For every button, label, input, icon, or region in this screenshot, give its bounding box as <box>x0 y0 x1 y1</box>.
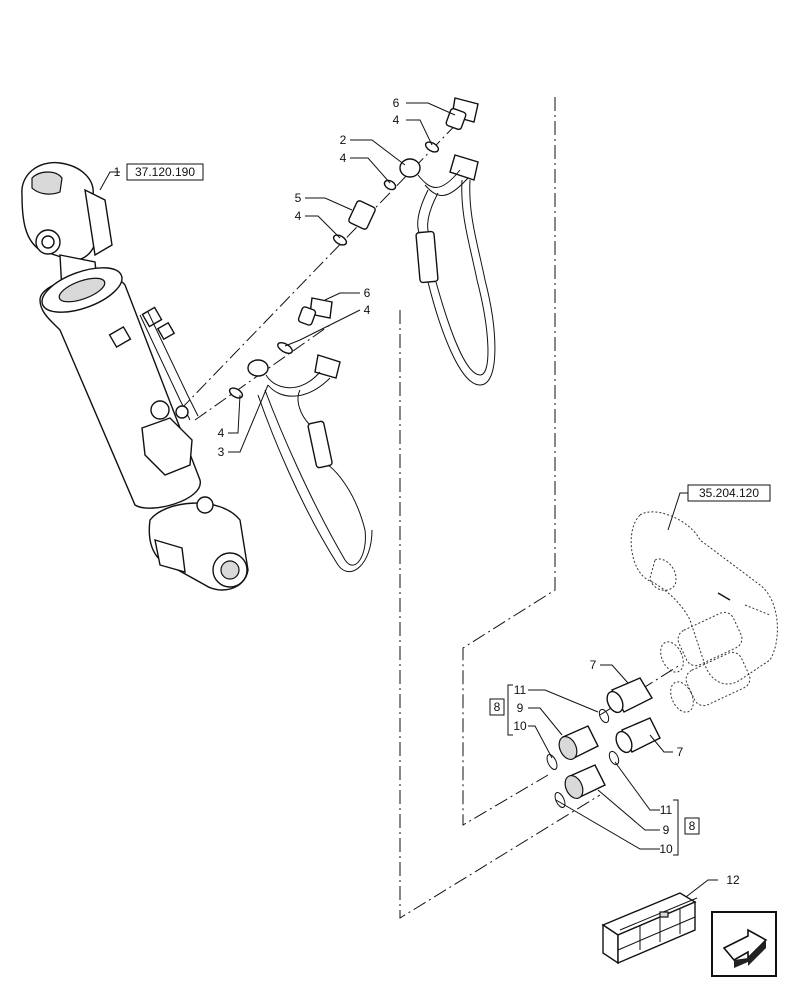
upper-hose <box>332 97 496 386</box>
callout-7b: 7 <box>677 745 684 759</box>
callout-10b: 10 <box>659 842 673 856</box>
ref-8-left: 8 <box>494 700 501 714</box>
lower-hose <box>228 297 373 573</box>
callout-2: 2 <box>340 133 347 147</box>
loader-arm-outline <box>630 511 778 713</box>
leader-lines <box>99 102 718 901</box>
callout-9b: 9 <box>663 823 670 837</box>
callout-10a: 10 <box>513 719 527 733</box>
ref-37-120-190: 37.120.190 <box>135 165 195 179</box>
callout-7a: 7 <box>590 658 597 672</box>
callout-5: 5 <box>295 191 302 205</box>
callout-1: 1 <box>114 165 121 179</box>
quick-couplers <box>546 677 661 808</box>
callout-6b: 6 <box>364 286 371 300</box>
callout-6a: 6 <box>393 96 400 110</box>
callout-4a: 4 <box>393 113 400 127</box>
hydraulic-cylinder <box>21 161 249 591</box>
callout-labels: 6 4 2 4 5 4 6 4 4 3 1 7 7 11 9 10 11 9 1… <box>114 96 740 887</box>
ref-8-right: 8 <box>689 819 696 833</box>
callout-4c: 4 <box>295 209 302 223</box>
next-page-arrow-icon[interactable] <box>711 911 777 977</box>
callout-3: 3 <box>218 445 225 459</box>
routing-lines <box>179 97 681 919</box>
callout-4b: 4 <box>340 151 347 165</box>
ref-35-204-120: 35.204.120 <box>699 486 759 500</box>
reference-boxes: 37.120.190 35.204.120 8 8 <box>126 163 771 835</box>
callout-11a: 11 <box>514 683 527 697</box>
callout-12: 12 <box>726 873 740 887</box>
callout-4e: 4 <box>218 426 225 440</box>
callout-11b: 11 <box>660 803 673 817</box>
callout-4d: 4 <box>364 303 371 317</box>
shipping-crate-icon <box>601 892 698 965</box>
callout-9a: 9 <box>517 701 524 715</box>
